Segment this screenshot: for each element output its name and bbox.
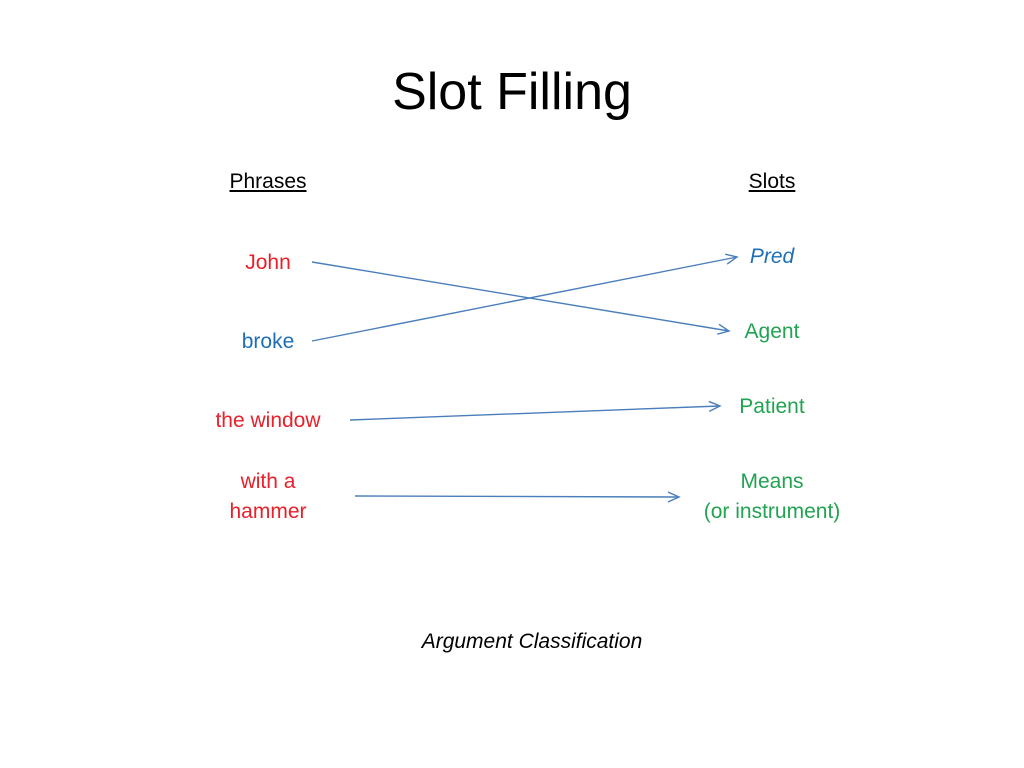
arrow-hammer-to-means	[354, 491, 681, 503]
slot-means-line-1: Means	[740, 470, 804, 493]
arrow-broke-to-pred	[311, 253, 739, 342]
page-title: Slot Filling	[392, 63, 632, 121]
phrase-with-a-hammer-line-1: with a	[240, 470, 296, 493]
phrase-the-window: the window	[215, 409, 321, 432]
slot-means-line-2: (or instrument)	[703, 500, 841, 523]
caption: Argument Classification	[421, 630, 643, 653]
phrase-broke: broke	[241, 330, 295, 353]
slot-patient: Patient	[739, 395, 805, 418]
phrase-with-a-hammer: with a hammer	[188, 467, 348, 527]
slot-agent: Agent	[744, 320, 800, 343]
phrases-header: Phrases	[229, 170, 307, 193]
slots-header: Slots	[748, 170, 796, 193]
phrase-with-a-hammer-line-2: hammer	[229, 500, 307, 523]
slot-means: Means (or instrument)	[672, 467, 872, 527]
arrow-window-to-patient	[349, 400, 722, 421]
slot-pred: Pred	[749, 245, 795, 268]
arrow-john-to-agent	[311, 261, 731, 335]
phrase-john: John	[245, 251, 291, 274]
